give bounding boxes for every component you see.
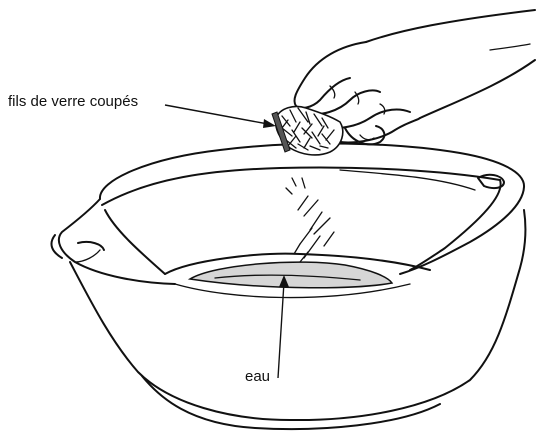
- glass-fiber-cluster: [272, 106, 343, 155]
- falling-fibers: [286, 178, 334, 262]
- fibers-leader: [165, 105, 276, 128]
- fibers-label: fils de verre coupés: [8, 93, 138, 110]
- water-leader: [278, 275, 289, 378]
- water-label: eau: [245, 368, 270, 385]
- water-surface: [190, 262, 392, 288]
